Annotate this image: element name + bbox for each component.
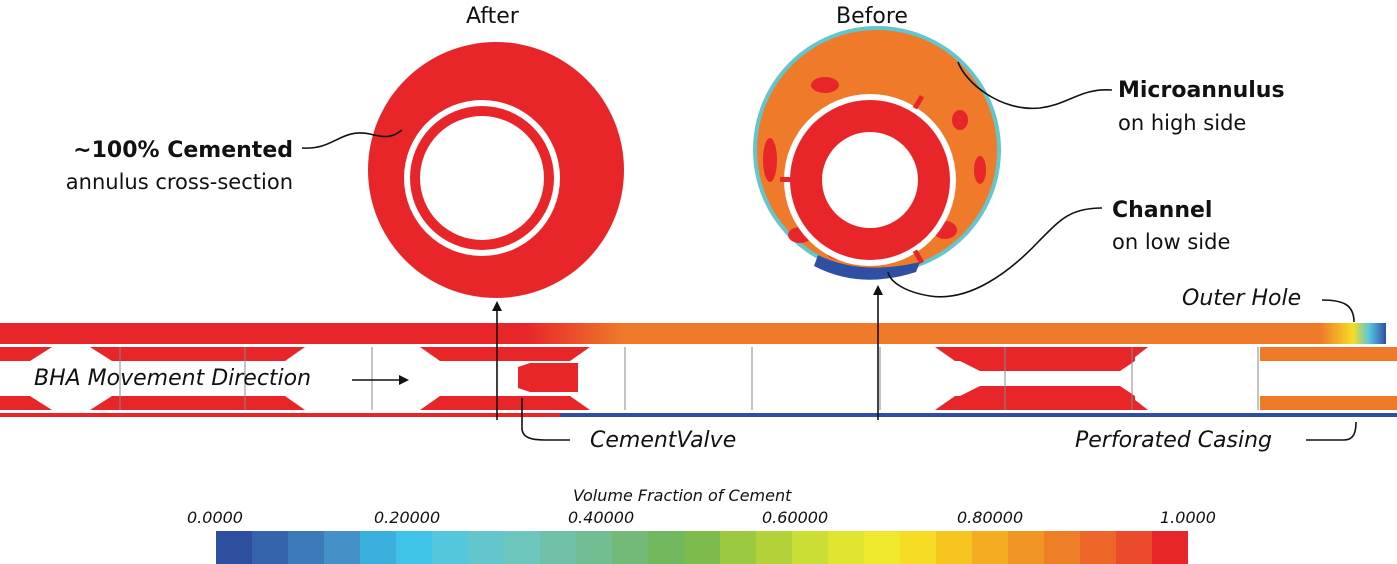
colorbar-swatch-9 [540,531,576,564]
colorbar-tick-4: 0.80000 [957,508,1024,527]
tool-body-3 [570,347,955,410]
bha-direction-label: BHA Movement Direction [34,366,312,391]
bottom-thin-band [0,413,560,417]
colorbar-tick-0: 0.0000 [187,508,243,527]
colorbar-swatch-1 [252,531,288,564]
microannulus-label: Microannulus [1118,78,1285,103]
colorbar-swatch-15 [756,531,792,564]
outer-hole-leader [1321,299,1355,323]
channel-leader [887,207,1103,298]
before-patch-3 [952,110,968,130]
colorbar-swatch-26 [1152,531,1188,564]
colorbar-tick-1: 0.20000 [374,508,441,527]
right-orange-bottom [1260,396,1397,410]
upper-cement-right [960,347,1135,371]
after-title: After [466,4,519,29]
before-centralizer-3 [912,249,925,265]
casing-line-top [0,344,1397,347]
colorbar-swatch-20 [936,531,972,564]
colorbar-tick-5: 1.0000 [1160,508,1216,527]
cemented-sublabel: annulus cross-section [65,170,293,194]
colorbar-tick-2: 0.40000 [568,508,635,527]
colorbar-swatch-8 [504,531,540,564]
colorbar-swatch-4 [360,531,396,564]
cemented-label: ~100% Cemented [73,138,293,163]
annotations [301,61,1357,441]
colorbar-swatch-14 [720,531,756,564]
tool-body-4 [1130,347,1260,410]
colorbar-tick-3: 0.60000 [762,508,829,527]
before-title: Before [836,4,908,29]
colorbar-swatch-17 [828,531,864,564]
valve-leader [521,398,570,441]
colorbar-swatch-18 [864,531,900,564]
cemented-leader [301,129,403,149]
colorbar-title: Volume Fraction of Cement [573,486,792,505]
channel-label: Channel [1112,198,1213,223]
bottom-blue-band [560,413,1397,417]
colorbar-swatch-6 [432,531,468,564]
colorbar-swatch-12 [648,531,684,564]
perforated-casing-label: Perforated Casing [1075,428,1273,453]
colorbar-swatch-2 [288,531,324,564]
cement-valve-label: CementValve [590,428,737,453]
joint-lines [119,347,1259,410]
colorbar-swatch-25 [1116,531,1152,564]
colorbar-swatch-16 [792,531,828,564]
colorbar-swatch-10 [576,531,612,564]
after-cross-section [368,42,624,298]
outer-hole-label: Outer Hole [1182,286,1302,311]
colorbar-swatch-5 [396,531,432,564]
colorbar-swatch-0 [216,531,252,564]
colorbar-swatch-21 [972,531,1008,564]
colorbar [216,531,1188,564]
tool-body-1 [30,347,112,410]
before-centralizer-1 [780,177,794,182]
colorbar-swatch-19 [900,531,936,564]
colorbar-swatch-11 [612,531,648,564]
tool-body-2 [285,347,440,410]
before-channel [814,255,920,280]
perforated-leader [1306,421,1357,441]
microannulus-sublabel: on high side [1118,111,1247,135]
colorbar-swatch-13 [684,531,720,564]
channel-sublabel: on low side [1112,230,1231,254]
after-inner-bore [420,116,544,240]
colorbar-swatch-24 [1080,531,1116,564]
colorbar-swatch-23 [1044,531,1080,564]
before-patch-1 [811,77,839,93]
micro-leader [957,61,1113,110]
lower-cement-right [960,386,1135,410]
right-orange-top [1260,347,1397,361]
colorbar-swatch-3 [324,531,360,564]
before-patch-2 [763,138,777,182]
before-centralizer-2 [912,94,925,110]
colorbar-swatch-22 [1008,531,1044,564]
outer-annulus-band [0,323,1386,344]
colorbar-swatch-7 [468,531,504,564]
before-inner-bore [822,132,918,228]
outer-hole-tip [1320,323,1386,344]
longitudinal-section [0,323,1397,417]
cement-valve [518,363,578,392]
before-patch-4 [974,156,986,184]
before-cross-section [753,26,1001,280]
